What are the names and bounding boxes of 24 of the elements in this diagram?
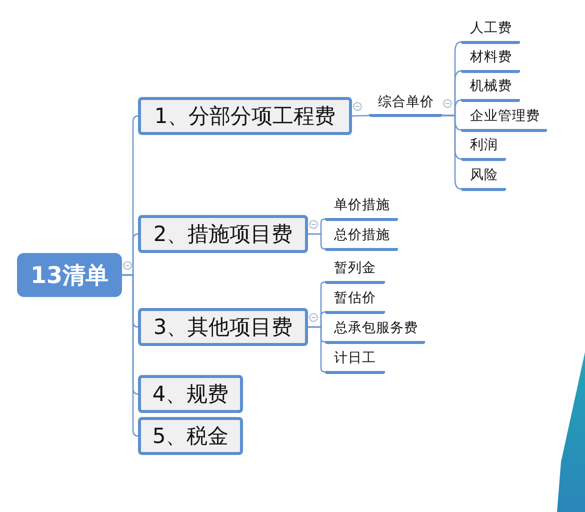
topic-box: 4、规费: [138, 375, 243, 413]
subtopic-label: 材料费: [461, 46, 520, 72]
subtopic-label: 人工费: [461, 18, 520, 44]
connector: [308, 326, 326, 373]
topic-box: 3、其他项目费: [138, 308, 308, 346]
subtopic-label: 暂估价: [325, 288, 385, 314]
subtopic-label: 计日工: [325, 348, 385, 374]
topic-box: 2、措施项目费: [138, 215, 308, 253]
subtopic-label: 风险: [461, 164, 506, 190]
subtopic-label: 利润: [461, 134, 506, 160]
subtopic-label: 综合单价: [369, 91, 442, 117]
subtopic-label: 暂列金: [325, 258, 385, 284]
connector: [308, 233, 326, 250]
connector: [352, 114, 370, 117]
subtopic-label: 总价措施: [325, 224, 398, 250]
subtopic-label: 总承包服务费: [325, 318, 425, 344]
topic-box: 1、分部分项工程费: [138, 97, 352, 135]
subtopic-label: 企业管理费: [461, 106, 547, 132]
root-box: 13清单: [17, 253, 122, 297]
connector: [122, 274, 139, 437]
topic-box: 5、税金: [138, 417, 243, 455]
subtopic-label: 单价措施: [325, 194, 398, 220]
connector: [442, 114, 462, 190]
subtopic-label: 机械费: [461, 76, 520, 102]
